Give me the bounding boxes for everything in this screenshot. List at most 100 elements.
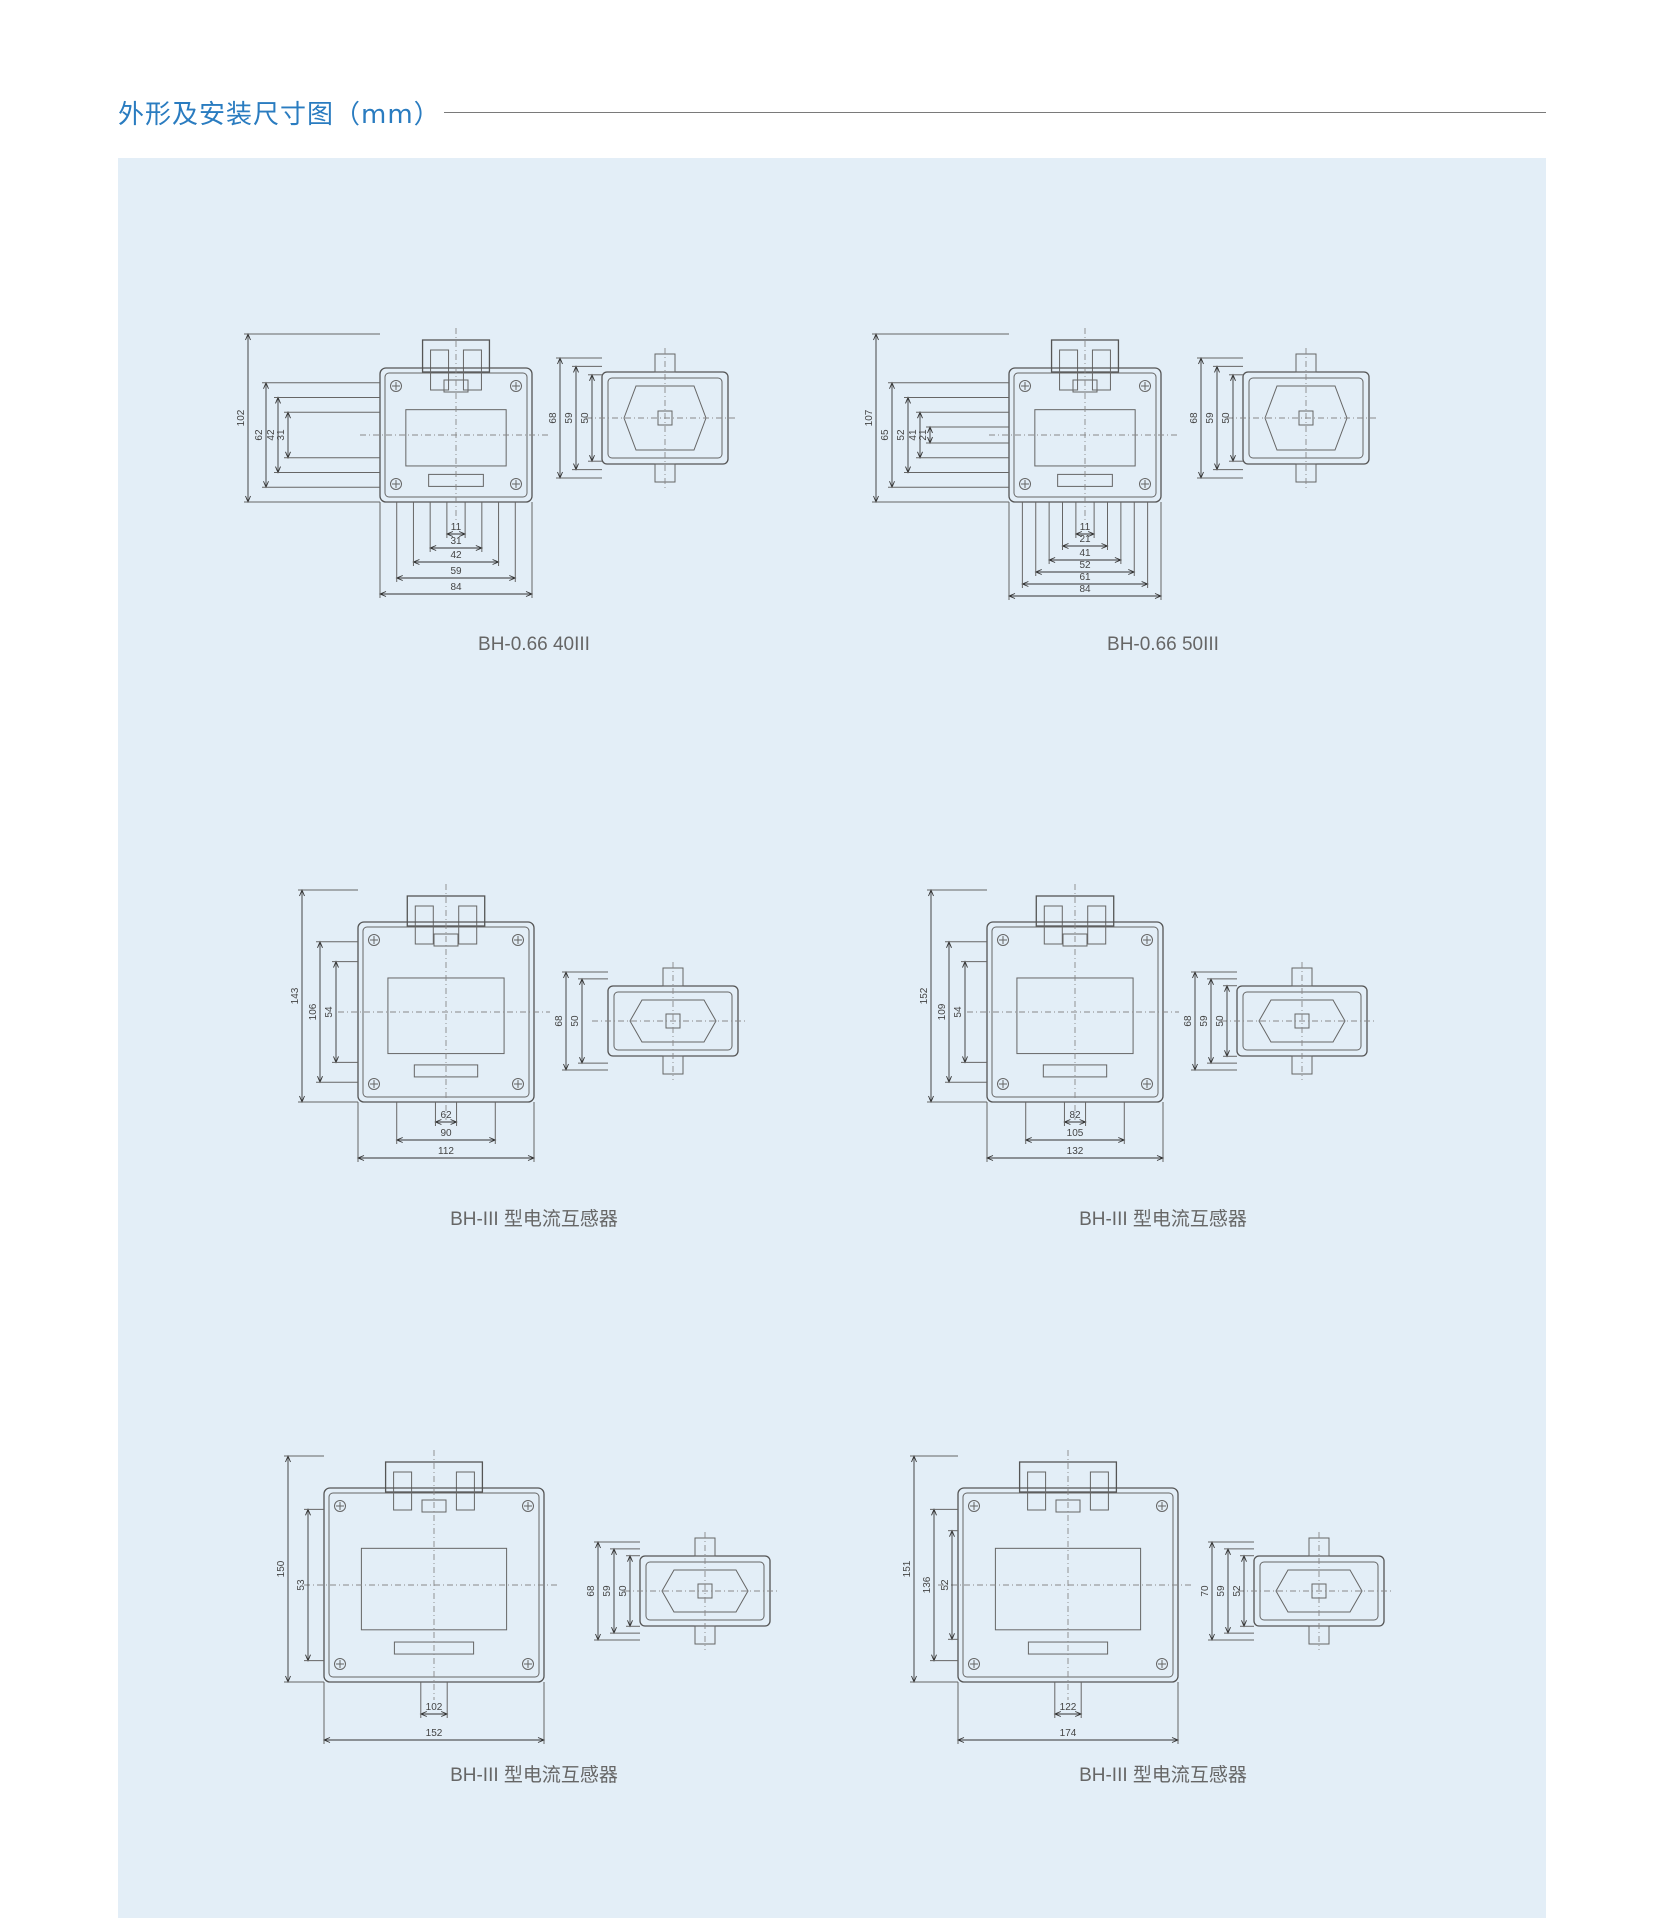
- page-title: 外形及安装尺寸图（mm）: [118, 100, 441, 130]
- dimension-label: 136: [922, 1576, 933, 1593]
- dimension-label: 107: [864, 409, 875, 426]
- nameplate: [1042, 1064, 1108, 1078]
- dimension-label: 68: [554, 1015, 565, 1027]
- screw-icon: [368, 934, 380, 946]
- dimension-label: 62: [440, 1110, 452, 1121]
- model-caption: BH-III 型电流互感器: [1079, 1209, 1247, 1230]
- screw-icon: [390, 478, 402, 490]
- dimension-label: 11: [1080, 522, 1091, 533]
- dimension-label: 68: [1183, 1015, 1194, 1027]
- dimension-label: 62: [254, 429, 265, 441]
- dimension-label: 50: [570, 1015, 581, 1027]
- dimension-label: 143: [290, 987, 301, 1004]
- dimension-label: 102: [236, 409, 247, 426]
- dimension-label: 102: [426, 1702, 443, 1713]
- dimension-label: 59: [564, 412, 575, 424]
- screw-icon: [390, 380, 402, 392]
- screw-icon: [1139, 478, 1151, 490]
- terminal-icon: [414, 905, 434, 945]
- dimension-label: 82: [1069, 1110, 1081, 1121]
- screw-icon: [1019, 478, 1031, 490]
- dimension-label: 11: [451, 522, 462, 533]
- header-rule: [444, 112, 1546, 113]
- terminal-icon: [393, 1471, 413, 1511]
- dimension-label: 41: [1079, 548, 1091, 559]
- screw-icon: [968, 1500, 980, 1512]
- dimension-label: 68: [1189, 412, 1200, 424]
- dimension-label: 122: [1060, 1702, 1077, 1713]
- model-caption: BH-III 型电流互感器: [450, 1765, 618, 1786]
- core-window: [994, 1547, 1142, 1631]
- screw-icon: [1139, 380, 1151, 392]
- screw-icon: [368, 1078, 380, 1090]
- dimension-label: 54: [953, 1006, 964, 1018]
- dimension-label: 59: [1199, 1015, 1210, 1027]
- dimension-label: 54: [324, 1006, 335, 1018]
- terminal-icon: [462, 349, 482, 391]
- screw-icon: [1141, 1078, 1153, 1090]
- screw-icon: [512, 934, 524, 946]
- terminal-icon: [1087, 905, 1107, 945]
- screw-icon: [334, 1658, 346, 1670]
- dimension-label: 59: [602, 1585, 613, 1597]
- dimension-label: 70: [1200, 1585, 1211, 1597]
- dimension-label: 152: [919, 987, 930, 1004]
- dimension-label: 84: [450, 582, 462, 593]
- screw-icon: [522, 1500, 534, 1512]
- dimension-label: 41: [908, 429, 919, 441]
- terminal-icon: [1059, 349, 1079, 391]
- dimension-label: 50: [618, 1585, 629, 1597]
- nameplate: [413, 1064, 479, 1078]
- dimension-label: 150: [276, 1560, 287, 1577]
- model-caption: BH-0.66 40III: [478, 634, 590, 655]
- dimension-label: 50: [1215, 1015, 1226, 1027]
- screw-icon: [510, 478, 522, 490]
- dimension-label: 53: [296, 1579, 307, 1591]
- dimension-label: 21: [918, 429, 929, 441]
- dimension-label: 59: [450, 566, 462, 577]
- terminal-icon: [1091, 349, 1111, 391]
- dimension-label: 52: [896, 429, 907, 441]
- section-header: 外形及安装尺寸图（mm）: [118, 92, 1546, 132]
- transformer-drawing: 150 53 102 152 68 59 50: [276, 1450, 780, 1744]
- dimension-label: 52: [940, 1579, 951, 1591]
- dimension-label: 152: [426, 1728, 443, 1739]
- screw-icon: [997, 1078, 1009, 1090]
- screw-icon: [522, 1658, 534, 1670]
- dimension-label: 106: [308, 1003, 319, 1020]
- dimension-label: 109: [937, 1003, 948, 1020]
- side-window: [629, 999, 717, 1043]
- dimension-label: 90: [440, 1128, 452, 1139]
- dimension-label: 52: [1232, 1585, 1243, 1597]
- screw-icon: [334, 1500, 346, 1512]
- dimension-label: 65: [880, 429, 891, 441]
- terminal-icon: [455, 1471, 475, 1511]
- model-caption: BH-0.66 50III: [1107, 634, 1219, 655]
- dimension-label: 105: [1067, 1128, 1084, 1139]
- dimension-label: 59: [1216, 1585, 1227, 1597]
- side-terminal: [657, 410, 673, 426]
- terminal-icon: [1027, 1471, 1047, 1511]
- model-caption: BH-III 型电流互感器: [450, 1209, 618, 1230]
- screw-icon: [1156, 1500, 1168, 1512]
- dimension-label: 68: [586, 1585, 597, 1597]
- dimension-label: 112: [438, 1146, 454, 1157]
- dimension-label: 50: [580, 412, 591, 424]
- screw-icon: [968, 1658, 980, 1670]
- screw-icon: [1156, 1658, 1168, 1670]
- dimension-label: 61: [1079, 572, 1091, 583]
- side-window: [661, 1569, 749, 1613]
- side-window: [1275, 1569, 1363, 1613]
- screw-icon: [510, 380, 522, 392]
- terminal-icon: [1043, 905, 1063, 945]
- screw-icon: [1019, 380, 1031, 392]
- dimension-label: 31: [276, 429, 287, 441]
- dimension-label: 84: [1079, 584, 1091, 595]
- screw-icon: [1141, 934, 1153, 946]
- terminal-icon: [1089, 1471, 1109, 1511]
- screw-icon: [997, 934, 1009, 946]
- dimension-label: 50: [1221, 412, 1232, 424]
